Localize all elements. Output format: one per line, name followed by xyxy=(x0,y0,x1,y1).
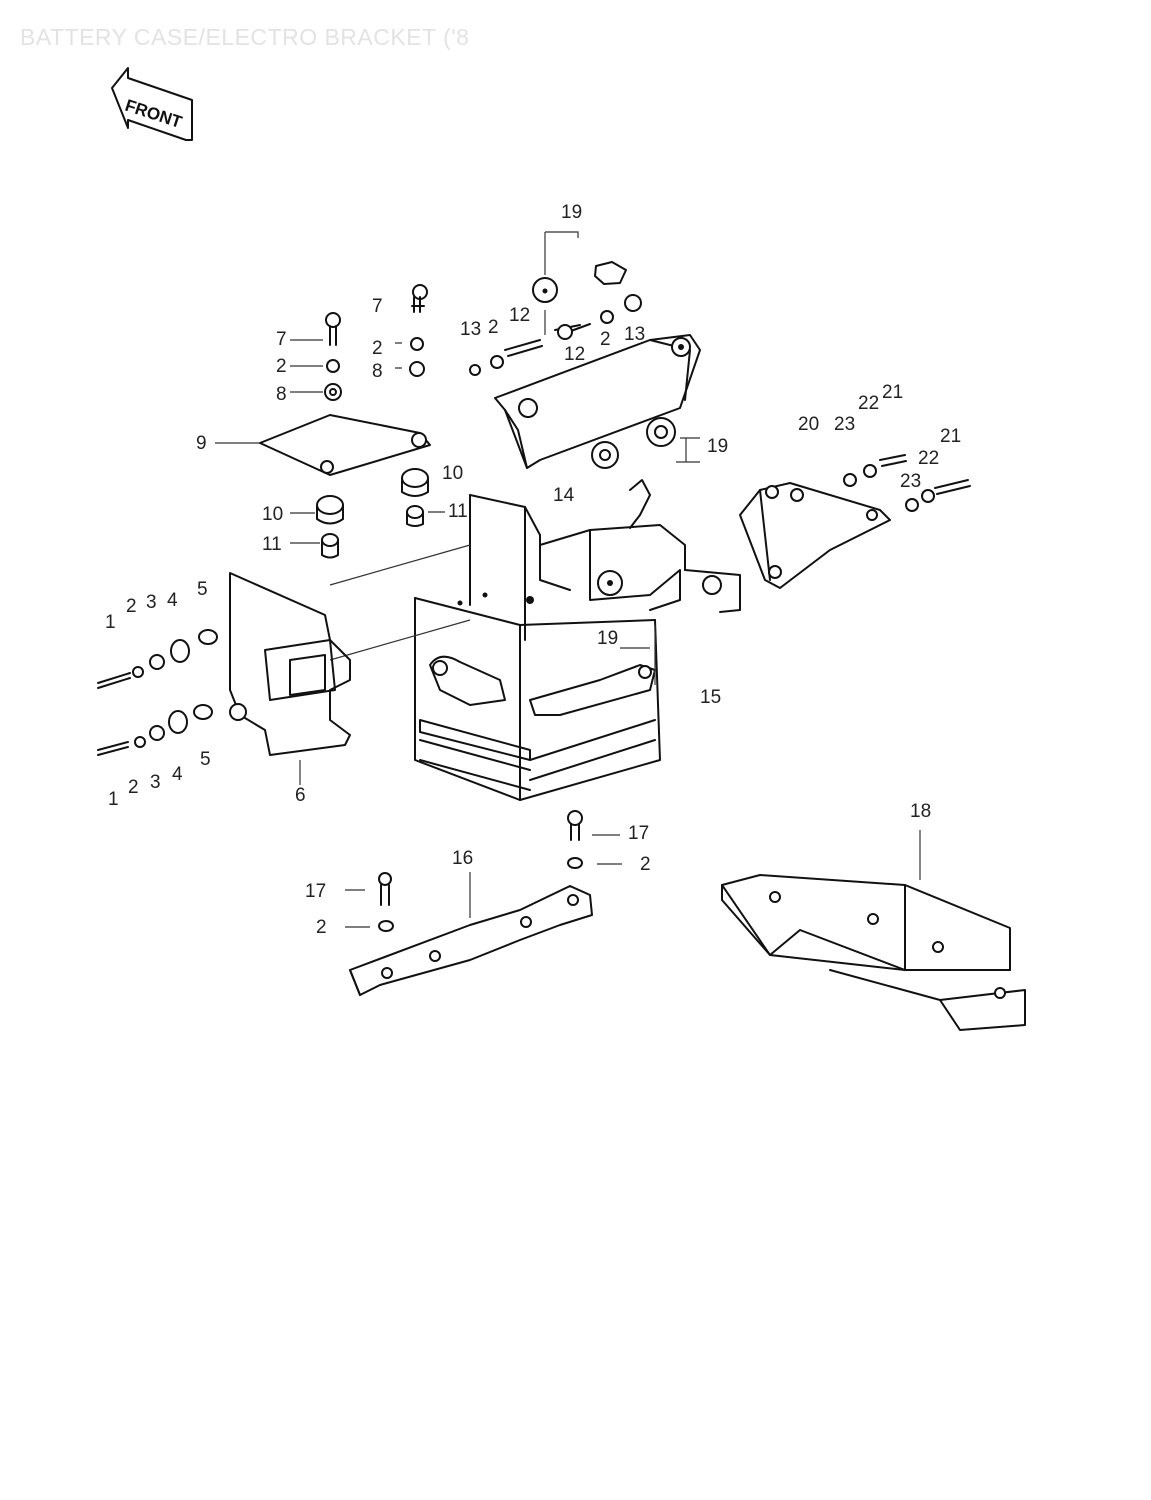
callout-16: 16 xyxy=(452,848,474,869)
callout-2: 2 xyxy=(488,317,499,338)
rubber-mounts-10-11 xyxy=(290,468,445,559)
leader-19-top xyxy=(544,231,579,275)
right-bracket-part-20 xyxy=(739,454,971,589)
callout-7: 7 xyxy=(276,329,287,350)
callout-5: 5 xyxy=(197,579,208,600)
callout-4: 4 xyxy=(167,590,178,611)
callout-22: 22 xyxy=(918,448,940,469)
callout-17: 17 xyxy=(305,881,327,902)
diagram-title: BATTERY CASE/ELECTRO BRACKET ('8 xyxy=(20,24,470,50)
upper-bracket-part-14 xyxy=(469,261,701,469)
battery-case-body xyxy=(329,479,741,801)
callout-19: 19 xyxy=(597,628,619,649)
plate-part-9 xyxy=(215,414,431,476)
callout-5: 5 xyxy=(200,749,211,770)
callout-12: 12 xyxy=(509,305,531,326)
callout-22: 22 xyxy=(858,393,880,414)
callout-2: 2 xyxy=(372,338,383,359)
callout-1: 1 xyxy=(105,612,116,633)
callout-2: 2 xyxy=(316,917,327,938)
callout-3: 3 xyxy=(146,592,157,613)
callout-21: 21 xyxy=(882,382,904,403)
callout-9: 9 xyxy=(196,433,207,454)
callout-2: 2 xyxy=(126,596,137,617)
callout-14: 14 xyxy=(553,485,575,506)
callout-10: 10 xyxy=(442,463,464,484)
callout-8: 8 xyxy=(276,384,287,405)
callout-8: 8 xyxy=(372,361,383,382)
callout-19: 19 xyxy=(707,436,729,457)
callout-18: 18 xyxy=(910,801,932,822)
callout-11: 11 xyxy=(262,534,282,555)
callout-20: 20 xyxy=(798,414,820,435)
callout-10: 10 xyxy=(262,504,284,525)
callout-19: 19 xyxy=(561,202,583,223)
callout-15: 15 xyxy=(700,687,722,708)
front-label: FRONT xyxy=(123,96,185,132)
callout-2: 2 xyxy=(276,356,287,377)
callout-23: 23 xyxy=(834,414,856,435)
callout-3: 3 xyxy=(150,772,161,793)
hardware-stack-left xyxy=(290,284,428,401)
callout-1: 1 xyxy=(108,789,119,810)
tray-part-18 xyxy=(721,830,1026,1031)
side-bracket-part-6 xyxy=(97,572,351,785)
callout-13: 13 xyxy=(460,319,482,340)
front-direction-badge: FRONT xyxy=(111,67,193,141)
callout-7: 7 xyxy=(372,296,383,317)
callout-4: 4 xyxy=(172,764,183,785)
callout-23: 23 xyxy=(900,471,922,492)
callout-6: 6 xyxy=(295,785,306,806)
callout-17: 17 xyxy=(628,823,650,844)
callout-12: 12 xyxy=(564,344,586,365)
callout-21: 21 xyxy=(940,426,962,447)
callout-13: 13 xyxy=(624,324,646,345)
callout-11: 11 xyxy=(448,501,468,522)
callout-2: 2 xyxy=(128,777,139,798)
callout-2: 2 xyxy=(600,329,611,350)
lower-bracket-part-16 xyxy=(345,810,622,996)
callout-2: 2 xyxy=(640,854,651,875)
